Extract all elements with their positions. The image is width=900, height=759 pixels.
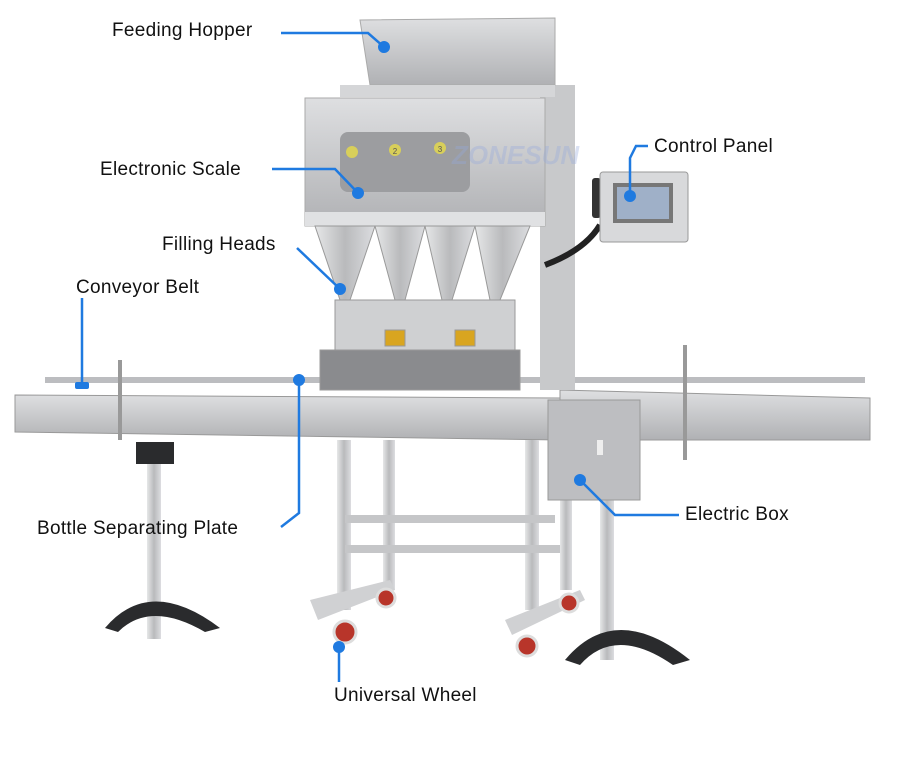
scale-number: 2 — [393, 147, 398, 156]
label-feeding-hopper: Feeding Hopper — [112, 20, 253, 41]
machine-frame — [310, 440, 585, 635]
conveyor-stand-right — [565, 500, 690, 665]
universal-wheels — [332, 587, 580, 658]
filling-heads — [314, 225, 531, 391]
feeding-hopper — [359, 17, 556, 86]
label-electric-box: Electric Box — [685, 504, 789, 525]
leader-feeding-hopper — [281, 31, 385, 48]
scale-number: 3 — [438, 145, 443, 154]
leader-electric-box — [579, 479, 679, 517]
label-conveyor-belt: Conveyor Belt — [76, 277, 200, 298]
leader-lines — [80, 31, 679, 682]
label-universal-wheel: Universal Wheel — [334, 685, 477, 706]
label-bottle-separating-plate: Bottle Separating Plate — [37, 518, 239, 539]
label-electronic-scale: Electronic Scale — [100, 159, 242, 180]
leader-electronic-scale — [272, 167, 359, 194]
watermark: ZONESUN — [452, 140, 580, 170]
control-panel — [543, 171, 689, 268]
leader-dots — [75, 41, 636, 653]
leader-control-panel — [628, 144, 648, 196]
leader-filling-heads — [296, 247, 341, 290]
label-filling-heads: Filling Heads — [162, 234, 276, 255]
machine-column — [540, 85, 575, 390]
electric-box — [547, 399, 641, 501]
leader-bottle-separating-plate — [280, 380, 301, 528]
conveyor-stand-left — [105, 442, 220, 639]
label-control-panel: Control Panel — [654, 136, 774, 157]
electronic-scale: 2 3 — [304, 97, 546, 227]
